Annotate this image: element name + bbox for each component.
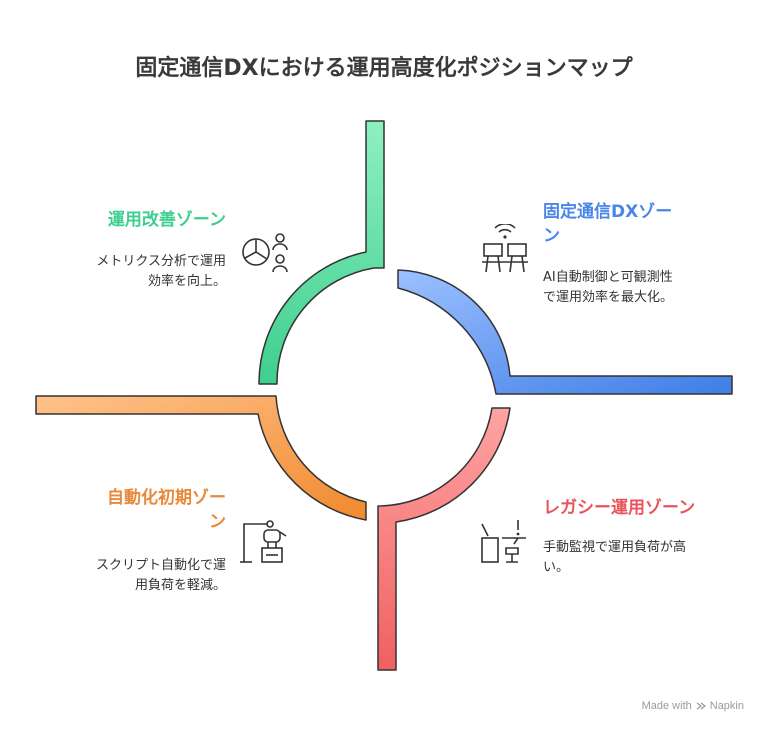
diagram-title: 固定通信DXにおける運用高度化ポジションマップ bbox=[135, 56, 633, 81]
desc-line: メトリクス分析で運用 bbox=[96, 254, 226, 269]
title-line: 固定通信DXゾー bbox=[543, 202, 673, 222]
network-servers-icon bbox=[482, 224, 528, 273]
zone-desc-fixed-dx: AI自動制御と可観測性 で運用効率を最大化。 bbox=[543, 268, 743, 308]
footer-credit: Made with Napkin bbox=[642, 700, 744, 712]
zone-title-automation-early: 自動化初期ゾー ン bbox=[40, 486, 226, 534]
zone-arm-green bbox=[258, 120, 385, 385]
zone-desc-legacy-operations: 手動監視で運用負荷が高 い。 bbox=[543, 538, 743, 578]
zone-arm-blue bbox=[397, 269, 733, 395]
title-line: 自動化初期ゾー bbox=[107, 488, 226, 508]
desc-line: い。 bbox=[543, 560, 570, 575]
robot-arm-icon bbox=[240, 520, 287, 563]
zone-arm-red bbox=[377, 407, 511, 671]
desc-line: AI自動制御と可観測性 bbox=[543, 270, 673, 285]
zone-title-fixed-dx: 固定通信DXゾー ン bbox=[543, 200, 723, 248]
zone-desc-automation-early: スクリプト自動化で運 用負荷を軽減。 bbox=[40, 556, 226, 596]
desc-line: 効率を向上。 bbox=[147, 274, 226, 289]
zone-desc-operations-improvement: メトリクス分析で運用 効率を向上。 bbox=[40, 252, 226, 292]
napkin-logo-icon bbox=[696, 702, 706, 710]
manual-workstation-icon bbox=[481, 520, 526, 563]
pie-chart-people-icon bbox=[242, 233, 288, 273]
footer-made-with: Made with bbox=[641, 700, 692, 712]
title-line: ン bbox=[543, 226, 560, 246]
zone-arm-orange bbox=[35, 395, 367, 521]
zone-title-operations-improvement: 運用改善ゾーン bbox=[107, 210, 226, 230]
footer-brand: Napkin bbox=[709, 700, 744, 712]
desc-line: で運用効率を最大化。 bbox=[543, 290, 674, 305]
title-line: ン bbox=[209, 512, 226, 532]
desc-line: 用負荷を軽減。 bbox=[134, 578, 226, 593]
zone-title-legacy-operations: レガシー運用ゾーン bbox=[543, 498, 696, 518]
desc-line: スクリプト自動化で運 bbox=[95, 558, 226, 573]
desc-line: 手動監視で運用負荷が高 bbox=[543, 540, 687, 555]
